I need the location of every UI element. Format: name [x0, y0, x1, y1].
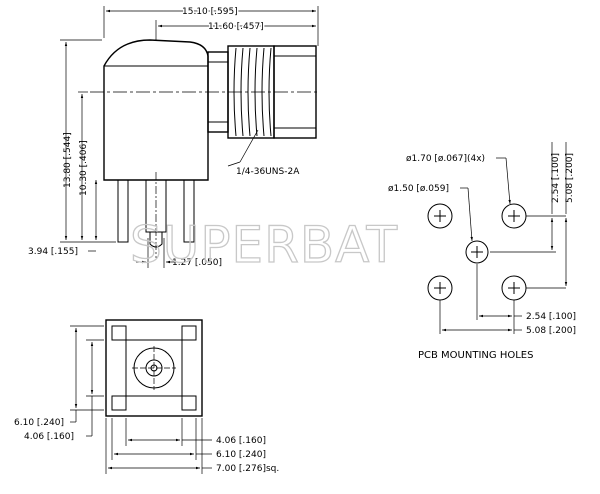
- corner-pad-tr: [181, 325, 197, 341]
- dim-pin-length: 3.94 [.155]: [28, 247, 78, 257]
- mount-pins: [117, 172, 195, 258]
- dim-bottom-outer: 7.00 [.276]sq.: [216, 464, 279, 474]
- dim-center-hole: ø1.50 [ø.059]: [388, 184, 449, 194]
- dim-horiz-small: 2.54 [.100]: [526, 312, 576, 322]
- connector-body: [103, 39, 209, 181]
- dim-bottom-inner: 4.06 [.160]: [216, 436, 266, 446]
- hole-bl: [427, 275, 453, 301]
- pcb-caption: PCB MOUNTING HOLES: [418, 350, 533, 361]
- dim-left-outer: 6.10 [.240]: [14, 418, 64, 428]
- dim-overall-width: 15.10 [.595]: [182, 7, 238, 17]
- bottom-view: 6.10 [.240] 4.06 [.160] 4.06 [.160] 6.10…: [14, 319, 279, 474]
- dim-pin-spacing: 1.27 [.050]: [172, 258, 222, 268]
- dim-body-to-end: 11.60 [.457]: [208, 22, 264, 32]
- hole-tl: [427, 203, 453, 229]
- dim-outer-hole: ø1.70 [ø.067](4x): [406, 154, 485, 164]
- dim-vert-small: 2.54 [.100]: [551, 153, 561, 203]
- corner-pad-br: [181, 395, 197, 411]
- dim-horiz-large: 5.08 [.200]: [526, 326, 576, 336]
- footprint-outline: [105, 319, 203, 417]
- pcb-view: ø1.70 [ø.067](4x) ø1.50 [ø.059] 2.54 [.1…: [388, 142, 576, 361]
- dim-vert-large: 5.08 [.200]: [565, 153, 575, 203]
- dim-overall-height: 13.80 [.544]: [63, 132, 73, 188]
- dim-center-height: 10.30 [.406]: [79, 140, 89, 196]
- hole-tr: [501, 203, 527, 229]
- hole-br: [501, 275, 527, 301]
- dim-left-inner: 4.06 [.160]: [24, 432, 74, 442]
- dim-bottom-mid: 6.10 [.240]: [216, 450, 266, 460]
- thread-spec: 1/4-36UNS-2A: [236, 167, 300, 177]
- corner-pad-bl: [111, 395, 127, 411]
- side-view: 15.10 [.595] 11.60 [.457] 13.80 [.544] 1…: [28, 6, 319, 268]
- corner-pad-tl: [111, 325, 127, 341]
- hole-center: [465, 240, 489, 264]
- watermark: SUPERBAT: [130, 216, 398, 274]
